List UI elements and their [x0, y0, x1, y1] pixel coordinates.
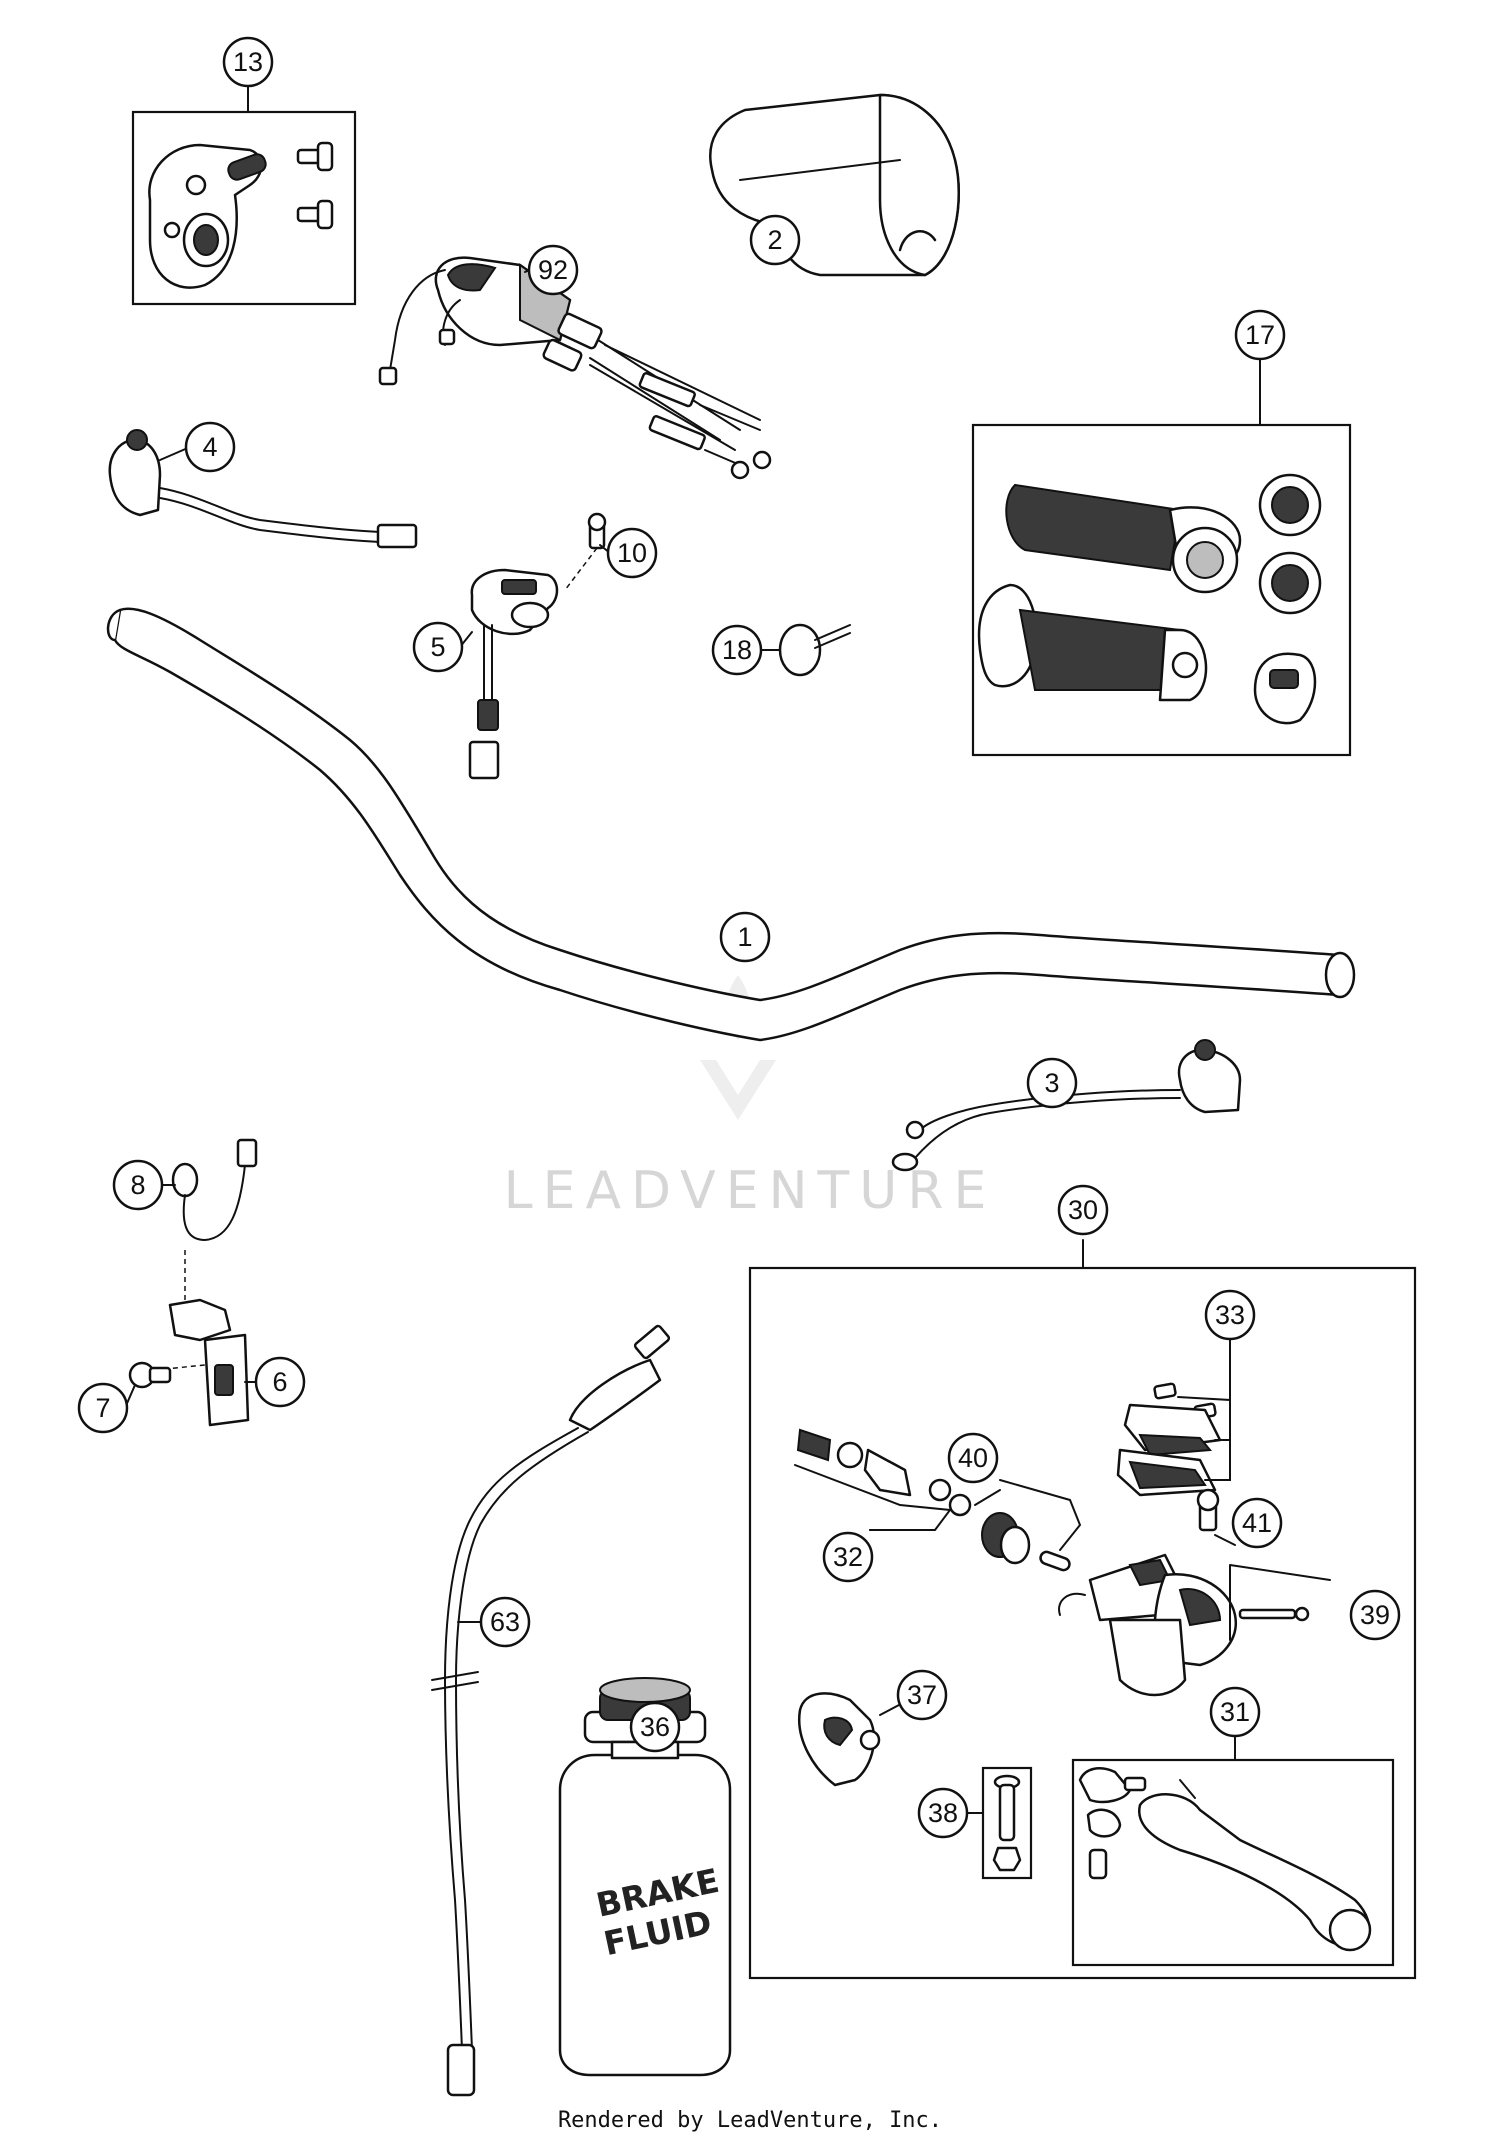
callout-8-label: 8	[130, 1170, 145, 1200]
callout-17: 17	[1234, 309, 1286, 361]
part-32-piston-kit	[794, 1428, 972, 1531]
callout-2: 2	[749, 214, 801, 266]
part-33-reservoir-cover	[1116, 1382, 1231, 1497]
callout-4: 4	[184, 421, 236, 473]
part-5-map-switch	[468, 568, 559, 780]
callout-38-label: 38	[928, 1798, 958, 1828]
callout-5: 5	[412, 621, 464, 673]
callout-30: 30	[1057, 1184, 1109, 1236]
part-39-pin	[1229, 1564, 1331, 1641]
part-31-brake-lever	[1071, 1758, 1395, 1967]
part-63-brake-line	[431, 1324, 671, 2097]
callout-36: 36	[629, 1701, 681, 1753]
callout-6: 6	[254, 1356, 306, 1408]
part-92-throttle-assembly	[378, 256, 772, 480]
callout-37: 37	[896, 1669, 948, 1721]
callout-92: 92	[527, 244, 579, 296]
part-2-handlebar-pad	[709, 93, 960, 277]
footer-credit: Rendered by LeadVenture, Inc.	[557, 2108, 943, 2133]
callout-63: 63	[479, 1596, 531, 1648]
callout-40: 40	[947, 1432, 999, 1484]
part-13-throttle-housing	[131, 110, 357, 306]
part-8-sensor-wire	[171, 1138, 258, 1242]
callout-1: 1	[719, 911, 771, 963]
callout-18: 18	[711, 624, 763, 676]
callout-40-label: 40	[958, 1443, 988, 1473]
callout-31: 31	[1209, 1686, 1261, 1738]
callout-38: 38	[917, 1787, 969, 1839]
part-10-screw	[564, 512, 607, 591]
callout-10: 10	[606, 527, 658, 579]
callout-5-label: 5	[430, 632, 445, 662]
callout-41: 41	[1231, 1497, 1283, 1549]
part-6-bracket	[154, 1298, 250, 1427]
callout-32-label: 32	[833, 1542, 863, 1572]
callout-33-label: 33	[1215, 1300, 1245, 1330]
part-30-master-cylinder-box	[748, 1266, 1417, 1980]
callout-30-label: 30	[1068, 1195, 1098, 1225]
part-4-switch	[108, 429, 418, 549]
callout-41-label: 41	[1242, 1508, 1272, 1538]
callout-8: 8	[112, 1159, 164, 1211]
callout-1-label: 1	[737, 922, 752, 952]
part-40-seal	[981, 1479, 1082, 1572]
callout-10-label: 10	[617, 538, 647, 568]
callout-33: 33	[1204, 1289, 1256, 1341]
callout-2-label: 2	[767, 225, 782, 255]
callout-6-label: 6	[272, 1367, 287, 1397]
part-17-grips	[971, 423, 1352, 757]
callout-4-label: 4	[202, 432, 217, 462]
callout-31-label: 31	[1220, 1697, 1250, 1727]
callout-36-label: 36	[640, 1712, 670, 1742]
callout-13: 13	[222, 36, 274, 88]
callout-63-label: 63	[490, 1607, 520, 1637]
callout-7-label: 7	[95, 1393, 110, 1423]
part-37-clamp	[797, 1692, 881, 1787]
callout-3: 3	[1026, 1057, 1078, 1109]
callout-3-label: 3	[1044, 1068, 1059, 1098]
part-38-pivot-bolt	[981, 1766, 1033, 1880]
callout-92-label: 92	[538, 255, 568, 285]
part-7-bolt	[128, 1361, 172, 1389]
part-18-cable-tie	[778, 623, 851, 677]
watermark-text: LEADVENTURE	[504, 1161, 997, 1221]
callout-32: 32	[822, 1531, 874, 1583]
callout-37-label: 37	[907, 1680, 937, 1710]
part-41-master-cylinder-body	[1058, 1488, 1238, 1697]
callout-39-label: 39	[1360, 1600, 1390, 1630]
callout-13-label: 13	[233, 47, 263, 77]
part-1-handlebar	[106, 607, 1356, 1042]
callout-7: 7	[77, 1382, 129, 1434]
callout-17-label: 17	[1245, 320, 1275, 350]
callout-39: 39	[1349, 1589, 1401, 1641]
part-3-switch	[891, 1039, 1242, 1172]
callout-18-label: 18	[722, 635, 752, 665]
